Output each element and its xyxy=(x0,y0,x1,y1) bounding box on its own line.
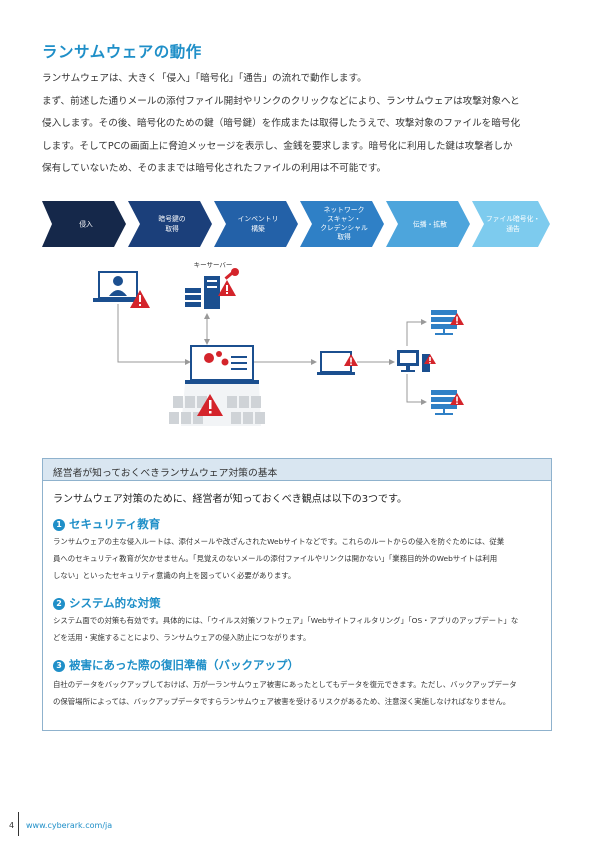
warning-icon xyxy=(218,280,236,296)
number-badge: 2 xyxy=(53,598,65,610)
flow-step-encrypt-notify xyxy=(472,201,550,247)
countermeasures-box: 経営者が知っておくべきランサムウェア対策の基本 ランサムウェア対策のために、経営… xyxy=(42,458,552,731)
flow-step-label: 構築 xyxy=(251,224,265,233)
page-number: 4 xyxy=(9,821,15,830)
flow-step-key xyxy=(128,201,212,247)
flow-step-label: 侵入 xyxy=(79,220,93,229)
key-server-label: キーサーバー xyxy=(194,261,233,269)
section-heading: 3 被害にあった際の復旧準備（バックアップ） xyxy=(53,657,299,673)
section-heading: 2 システム的な対策 xyxy=(53,595,161,611)
warning-icon xyxy=(450,313,464,325)
box-lead: ランサムウェア対策のために、経営者が知っておくべき観点は以下の3つです。 xyxy=(53,494,408,505)
key-server-icon xyxy=(185,276,220,309)
website-link[interactable]: www.cyberark.com/ja xyxy=(26,821,113,830)
flow-step-label: ファイル暗号化・ xyxy=(486,214,540,223)
box-heading: 経営者が知っておくべきランサムウェア対策の基本 xyxy=(43,459,551,481)
section-body: システム面での対策も有効です。具体的には、「ウイルス対策ソフトウェア」「Webサ… xyxy=(53,612,543,646)
flow-step-label: ネットワーク xyxy=(324,206,365,214)
flow-step-intrusion xyxy=(42,201,126,247)
warning-icon xyxy=(424,354,436,364)
section-title: セキュリティ教育 xyxy=(69,517,161,531)
warning-icon xyxy=(344,354,358,366)
flow-step-label: クレデンシャル xyxy=(320,223,368,232)
body-line: 自社のデータをバックアップしておけば、万が一ランサムウェア被害にあったとしてもデ… xyxy=(53,680,517,689)
footer-divider xyxy=(18,812,19,836)
attack-flow: 侵入 暗号鍵の 取得 インベントリ 構築 ネットワーク スキャン・ クレデンシャ… xyxy=(42,201,550,247)
flow-step-label: 通告 xyxy=(506,224,520,233)
warning-icon xyxy=(197,394,223,416)
victim-laptop-icon xyxy=(185,345,259,384)
server-icon xyxy=(431,310,457,335)
intro-line: ランサムウェアは、大きく「侵入」「暗号化」「通告」の流れで動作します。 xyxy=(42,73,367,84)
attacker-laptop-icon xyxy=(93,271,143,302)
attack-diagram: キーサーバー xyxy=(93,261,464,426)
flow-step-inventory xyxy=(214,201,298,247)
flow-step-label: 取得 xyxy=(165,224,179,233)
section-body: 自社のデータをバックアップしておけば、万が一ランサムウェア被害にあったとしてもデ… xyxy=(53,676,543,710)
body-line: しない」といったセキュリティ意識の向上を図っていく必要があります。 xyxy=(53,571,296,580)
body-line: システム面での対策も有効です。具体的には、「ウイルス対策ソフトウェア」「Webサ… xyxy=(53,616,519,625)
flow-step-spread xyxy=(386,201,470,247)
body-line: の保管場所によっては、バックアップデータですらランサムウェア被害を受けるリスクが… xyxy=(53,697,511,706)
section-title: システム的な対策 xyxy=(69,596,161,610)
flow-step-label: 取得 xyxy=(337,232,351,241)
intro-text: ランサムウェアは、大きく「侵入」「暗号化」「通告」の流れで動作します。 まず、前… xyxy=(42,68,557,181)
body-line: どを活用・実施することにより、ランサムウェアの侵入防止につながります。 xyxy=(53,633,311,642)
flow-step-label: 暗号鍵の xyxy=(158,214,185,223)
section-title: 被害にあった際の復旧準備（バックアップ） xyxy=(69,658,299,672)
encrypted-files-icon xyxy=(169,396,265,424)
infected-desktop-icon xyxy=(397,350,430,372)
intro-line: 保有していないため、そのままでは暗号化されたファイルの利用は不可能です。 xyxy=(42,163,387,174)
section-heading: 1 セキュリティ教育 xyxy=(53,516,160,532)
flow-step-network-scan xyxy=(300,201,384,247)
page-title: ランサムウェアの動作 xyxy=(42,43,202,61)
number-badge: 3 xyxy=(53,660,65,672)
body-line: ランサムウェアの主な侵入ルートは、添付メールや改ざんされたWebサイトなどです。… xyxy=(53,537,505,546)
intro-line: まず、前述した通りメールの添付ファイル開封やリンクのクリックなどにより、ランサム… xyxy=(42,95,520,107)
intro-line: 侵入します。その後、暗号化のための鍵（暗号鍵）を作成または取得したうえで、攻撃対… xyxy=(42,118,521,129)
flow-step-label: スキャン・ xyxy=(327,215,361,223)
flow-step-label: インベントリ xyxy=(238,215,279,223)
body-line: 員へのセキュリティ教育が欠かせません。「見覚えのないメールの添付ファイルやリンク… xyxy=(53,554,498,563)
warning-icon xyxy=(450,393,464,405)
server-icon xyxy=(431,390,457,415)
intro-line: します。そしてPCの画面上に脅迫メッセージを表示し、金銭を要求します。暗号化に利… xyxy=(42,140,513,152)
section-body: ランサムウェアの主な侵入ルートは、添付メールや改ざんされたWebサイトなどです。… xyxy=(53,533,543,584)
key-icon xyxy=(224,268,239,280)
warning-icon xyxy=(130,290,150,308)
flow-step-label: 伝播・拡散 xyxy=(413,220,447,229)
number-badge: 1 xyxy=(53,519,65,531)
